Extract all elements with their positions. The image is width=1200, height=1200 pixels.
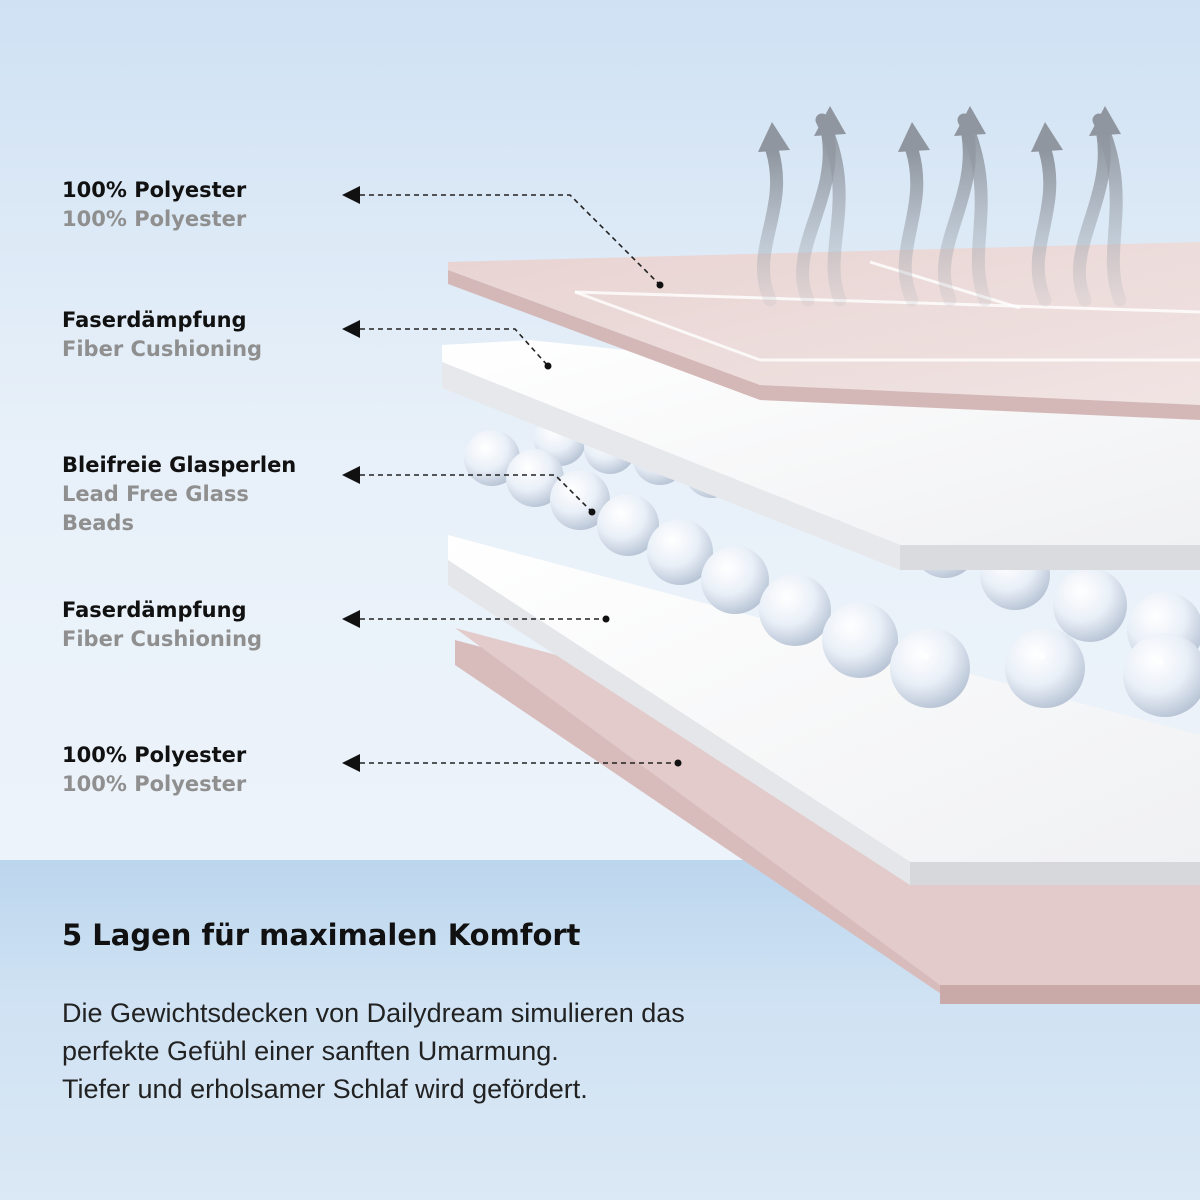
top-polyester-layer bbox=[448, 242, 1200, 420]
layer-label-de: Bleifreie Glasperlen bbox=[62, 453, 297, 477]
layer-label-5: 100% Polyester 100% Polyester bbox=[62, 741, 246, 799]
leader-lines bbox=[360, 194, 678, 764]
description: Die Gewichtsdecken von Dailydream simuli… bbox=[62, 994, 902, 1108]
layer-label-en: Fiber Cushioning bbox=[62, 627, 263, 651]
layer-label-en: Lead Free Glass Beads bbox=[62, 482, 249, 535]
layer-label-de: 100% Polyester bbox=[62, 178, 247, 202]
lower-fiber-layer bbox=[448, 535, 1200, 885]
layer-label-de: Faserdämpfung bbox=[62, 308, 247, 332]
layer-label-1: 100% Polyester 100% Polyester bbox=[62, 176, 246, 234]
airflow-arrow-heads bbox=[758, 106, 1121, 152]
layer-label-de: 100% Polyester bbox=[62, 743, 247, 767]
description-line: Tiefer und erholsamer Schlaf wird geförd… bbox=[62, 1074, 588, 1104]
layer-label-en: 100% Polyester bbox=[62, 772, 247, 796]
layer-label-3: Bleifreie Glasperlen Lead Free Glass Bea… bbox=[62, 451, 297, 538]
layer-label-4: Faserdämpfung Fiber Cushioning bbox=[62, 596, 262, 654]
layer-label-2: Faserdämpfung Fiber Cushioning bbox=[62, 306, 262, 364]
layer-label-de: Faserdämpfung bbox=[62, 598, 247, 622]
layer-label-en: Fiber Cushioning bbox=[62, 337, 263, 361]
description-line: perfekte Gefühl einer sanften Umarmung. bbox=[62, 1036, 559, 1066]
description-line: Die Gewichtsdecken von Dailydream simuli… bbox=[62, 998, 685, 1028]
layer-label-en: 100% Polyester bbox=[62, 207, 247, 231]
pointer-arrow-icon bbox=[342, 186, 682, 772]
airflow-arrow-icon bbox=[756, 113, 1127, 307]
headline: 5 Lagen für maximalen Komfort bbox=[62, 918, 581, 952]
